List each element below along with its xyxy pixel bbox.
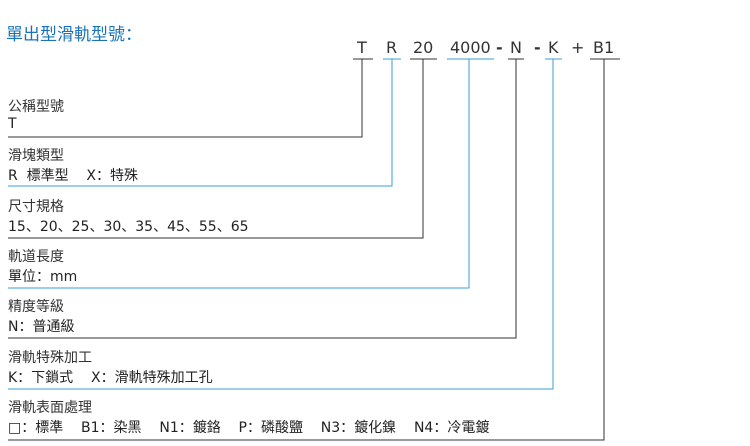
section-processing-title: 滑軌特殊加工 — [8, 350, 92, 366]
code-separator-1: - — [496, 38, 503, 57]
connector-length — [8, 59, 470, 289]
code-part-processing: K — [548, 38, 559, 57]
code-separator-plus: + — [571, 38, 585, 57]
page-title: 單出型滑軌型號： — [6, 25, 142, 45]
code-part-length: 4000 — [450, 38, 491, 57]
section-surface-title: 滑軌表面處理 — [8, 400, 92, 416]
code-part-t: T — [357, 38, 367, 57]
section-block-type-desc: R 標準型 X：特殊 — [8, 168, 139, 184]
code-separator-2: - — [534, 38, 541, 57]
connector-size — [8, 59, 424, 239]
connector-processing — [8, 59, 554, 390]
code-part-size: 20 — [413, 38, 434, 57]
section-surface-desc: □：標準 B1：染黑 N1：鍍鉻 P：磷酸鹽 N3：鍍化鎳 N4：冷電鍍 — [8, 420, 490, 436]
connector-precision — [8, 59, 517, 339]
section-processing-desc: K：下鎖式 X：滑軌特殊加工孔 — [8, 370, 213, 386]
code-part-precision: N — [510, 38, 522, 57]
section-precision-title: 精度等級 — [8, 299, 64, 315]
section-nominal-title: 公稱型號 — [8, 99, 64, 115]
code-part-r: R — [386, 38, 398, 57]
connector-surface — [8, 59, 605, 441]
section-length-desc: 單位：mm — [8, 269, 78, 285]
section-length-title: 軌道長度 — [8, 249, 64, 265]
connector-r — [8, 59, 393, 187]
code-part-surface: B1 — [593, 38, 615, 57]
section-nominal-desc: T — [8, 116, 17, 132]
connector-t — [8, 59, 363, 138]
section-size-desc: 15、20、25、30、35、45、55、65 — [8, 219, 249, 235]
section-precision-desc: N：普通級 — [8, 319, 75, 335]
section-block-type-title: 滑塊類型 — [8, 148, 64, 164]
section-size-title: 尺寸規格 — [8, 199, 64, 215]
